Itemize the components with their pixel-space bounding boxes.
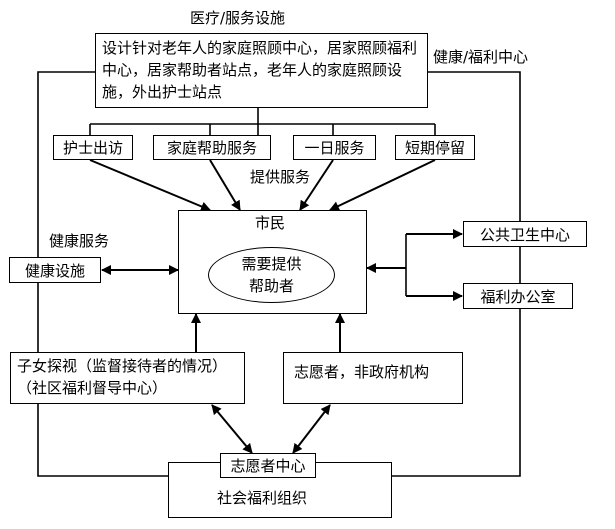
nurse-visit-box: 护士出访 <box>53 135 133 160</box>
arrow-short-to-citizens <box>329 159 436 211</box>
social-welfare-org-label: 社会福利组织 <box>217 489 308 507</box>
nurse-visit-label: 护士出访 <box>62 139 123 157</box>
public-health-center-box: 公共卫生中心 <box>463 221 587 247</box>
child-visit-line2: （社区福利督导中心） <box>17 379 168 397</box>
short-stay-label: 短期停留 <box>404 139 465 157</box>
arrow-nurse-to-citizens <box>89 159 211 212</box>
label-health-services: 健康服务 <box>49 232 110 250</box>
volunteer-center-box: 志愿者中心 <box>220 453 316 478</box>
short-stay-box: 短期停留 <box>395 135 475 160</box>
health-facilities-label: 健康设施 <box>24 261 85 280</box>
arrow-ngo-volunteer-center <box>292 404 331 454</box>
volunteers-ngo-box: 志愿者，非政府机构 <box>283 352 463 404</box>
arrow-homehelp-to-citizens <box>209 159 241 211</box>
day-service-label: 一日服务 <box>304 139 365 157</box>
volunteers-ngo-label: 志愿者，非政府机构 <box>294 363 430 381</box>
public-health-center-label: 公共卫生中心 <box>479 225 570 244</box>
medical-facilities-box: 设计针对老年人的家庭照顾中心，居家照顾福利中心，居家帮助者站点，老年人的家庭照顾… <box>95 33 428 108</box>
arrow-child-volunteer-center <box>211 404 253 454</box>
home-help-box: 家庭帮助服务 <box>153 135 271 160</box>
home-help-label: 家庭帮助服务 <box>166 139 257 157</box>
label-health-welfare-center: 健康/福利中心 <box>433 48 529 66</box>
label-provide-services: 提供服务 <box>250 168 311 186</box>
need-help-line1: 需要提供 <box>241 255 302 273</box>
health-facilities-box: 健康设施 <box>9 257 101 283</box>
need-help-line2: 帮助者 <box>248 277 294 295</box>
volunteer-center-label: 志愿者中心 <box>230 457 306 475</box>
label-medical-services: 医疗/服务设施 <box>190 9 286 27</box>
welfare-office-label: 福利办公室 <box>480 287 556 306</box>
citizens-label: 市民 <box>255 214 286 232</box>
child-visit-line1: 子女探视（监督接待者的情况） <box>17 357 228 375</box>
outer-loop-right <box>392 71 521 477</box>
day-service-box: 一日服务 <box>293 135 376 160</box>
social-welfare-org-box: 社会福利组织 <box>168 462 392 518</box>
medical-facilities-text: 设计针对老年人的家庭照顾中心，居家照顾福利中心，居家帮助者站点，老年人的家庭照顾… <box>102 39 418 101</box>
welfare-office-box: 福利办公室 <box>463 283 573 309</box>
arrow-day-to-citizens <box>299 159 334 211</box>
child-visit-box: 子女探视（监督接待者的情况） （社区福利督导中心） <box>10 352 245 404</box>
need-help-ellipse: 需要提供 帮助者 <box>208 247 335 303</box>
citizens-box: 市民 需要提供 帮助者 <box>178 210 367 314</box>
